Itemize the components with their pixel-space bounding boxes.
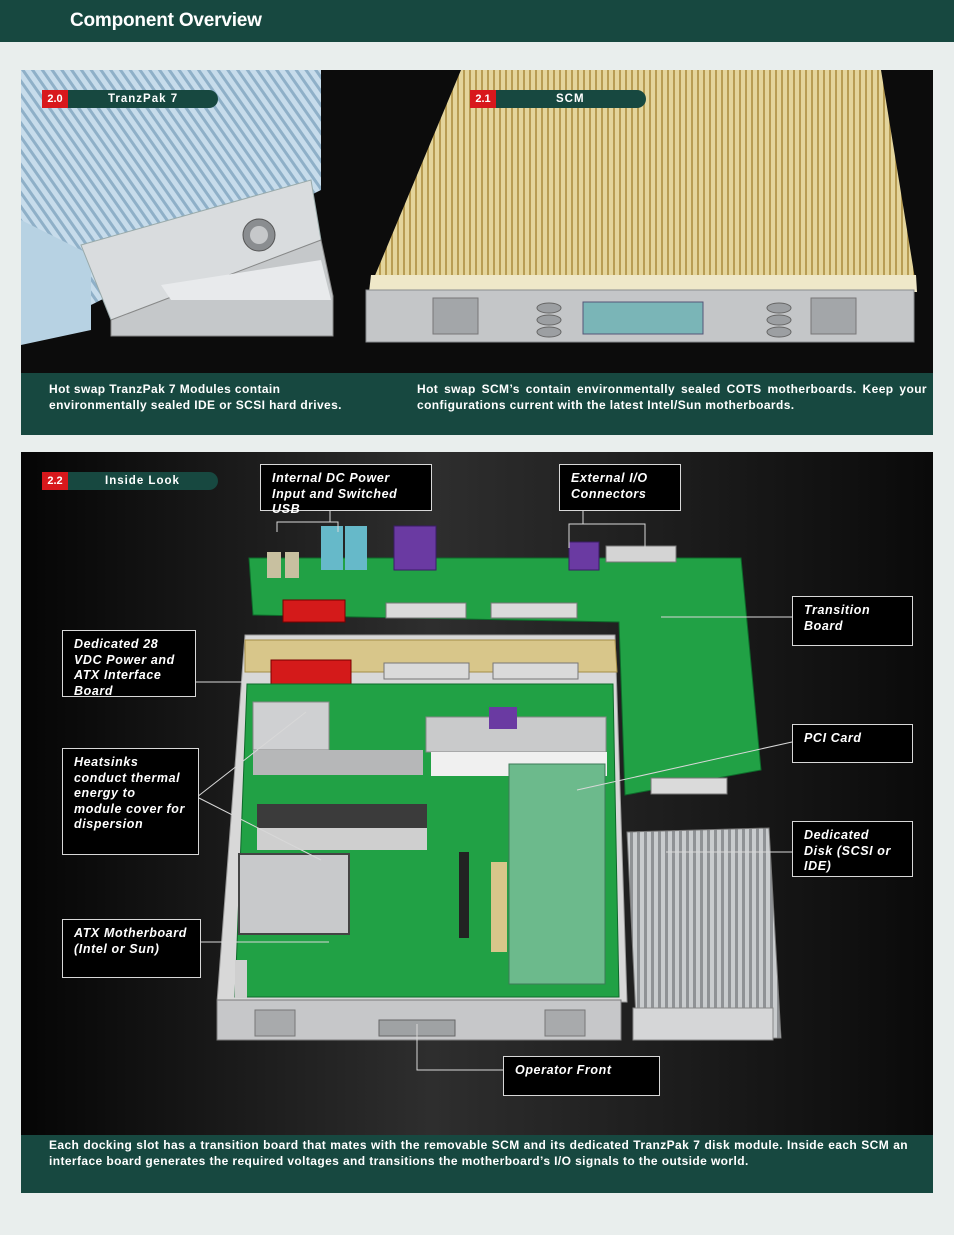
tranzpak-caption: Hot swap TranzPak 7 Modules contain envi… [49, 382, 342, 412]
inside-look-panel: 2.2 Inside Look Internal DC Power Input … [21, 452, 933, 1135]
tag-inside-look-number: 2.2 [42, 472, 68, 490]
callout-heatsinks: Heatsinks conduct thermal energy to modu… [62, 748, 199, 855]
atx-red-connector [270, 659, 352, 685]
inside-look-illustration [196, 511, 793, 1071]
pci-card-shape [508, 763, 606, 985]
callout-dedicated-disk: Dedicated Disk (SCSI or IDE) [792, 821, 913, 877]
page-header: Component Overview [0, 0, 954, 42]
top-photo-panel: 2.0 TranzPak 7 2.1 SCM [21, 70, 933, 373]
tag-tranzpak-number: 2.0 [42, 90, 68, 108]
callout-external-io: External I/O Connectors [559, 464, 681, 511]
callout-power-atx: Dedicated 28 VDC Power and ATX Interface… [62, 630, 196, 698]
callout-transition-board: Transition Board [792, 596, 913, 646]
memory-modules [257, 804, 427, 850]
tranzpak-illustration [21, 70, 334, 345]
tag-inside-look: 2.2 Inside Look [42, 472, 218, 490]
cpu-heatsink [238, 853, 350, 935]
transition-board-shape [248, 557, 762, 796]
callout-pci-card: PCI Card [792, 724, 913, 763]
tag-scm-number: 2.1 [470, 90, 496, 108]
tag-inside-look-label: Inside Look [105, 475, 180, 487]
scm-caption: Hot swap SCM’s contain environmentally s… [417, 382, 927, 412]
dedicated-disk-shape [626, 827, 782, 1041]
inside-look-caption-bar: Each docking slot has a transition board… [21, 1135, 933, 1193]
tag-tranzpak: 2.0 TranzPak 7 [42, 90, 218, 108]
tag-scm: 2.1 SCM [470, 90, 646, 108]
callout-atx-motherboard: ATX Motherboard (Intel or Sun) [62, 919, 201, 978]
callout-dc-power: Internal DC Power Input and Switched USB [260, 464, 432, 516]
page-title: Component Overview [70, 10, 262, 31]
inside-look-caption: Each docking slot has a transition board… [49, 1138, 908, 1168]
scm-illustration [365, 70, 917, 343]
callout-operator-front: Operator Front [503, 1056, 660, 1096]
top-caption-bar: Hot swap TranzPak 7 Modules contain envi… [21, 373, 933, 435]
tag-scm-label: SCM [556, 93, 585, 105]
tag-tranzpak-label: TranzPak 7 [108, 93, 179, 105]
transition-connector-red [282, 599, 346, 623]
